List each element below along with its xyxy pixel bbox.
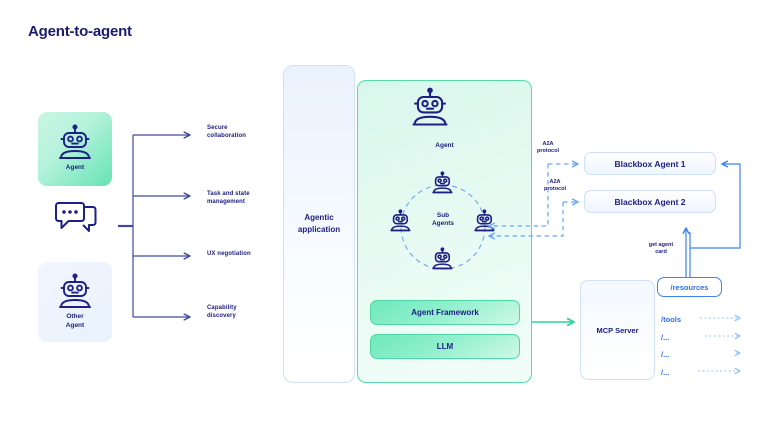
capability-0-line2: collaboration — [207, 133, 246, 140]
a2a-label-1-line1: A2A — [542, 141, 554, 147]
agentic-app-line2: application — [297, 225, 341, 234]
chat-bubbles-icon — [55, 200, 97, 238]
other-agent-label-line1: Other — [66, 313, 84, 321]
capability-3-line1: Capability — [207, 305, 237, 311]
sub-robot-left — [390, 209, 411, 232]
capability-1-line2: management — [207, 199, 246, 206]
capability-label-1: Task and state management — [207, 190, 275, 206]
other-agent-card-label: Other Agent — [66, 313, 84, 329]
agentic-app-line1: Agentic — [304, 213, 334, 223]
get-agent-card-label: get agent card — [637, 242, 685, 256]
endpoint-arrows — [698, 314, 741, 375]
sub-agents-line2: Agents — [431, 220, 455, 228]
other-agent-card[interactable]: Other Agent — [38, 262, 112, 342]
mcp-server-box[interactable]: MCP Server — [580, 280, 655, 380]
blackbox-agent-1[interactable]: Blackbox Agent 1 — [584, 152, 716, 175]
agent-card-label: Agent — [65, 164, 85, 172]
other-agent-label-line2: Agent — [65, 321, 85, 329]
agentic-application-panel[interactable]: Agentic application — [283, 65, 355, 383]
capability-1-line1: Task and state — [207, 191, 250, 197]
sub-agents-label: Sub Agents — [378, 212, 508, 229]
sub-robot-bottom — [432, 247, 453, 270]
agent-card[interactable]: Agent — [38, 112, 112, 186]
robot-icon — [59, 124, 91, 160]
sub-agents-line1: Sub — [436, 212, 450, 219]
a2a-protocol-label-2: A2A protocol — [535, 179, 575, 193]
capability-bracket — [118, 125, 208, 325]
page-title: Agent-to-agent — [28, 23, 132, 40]
agent-framework-box[interactable]: Agent Framework — [370, 300, 520, 325]
a2a-label-2-line2: protocol — [544, 185, 566, 192]
capability-label-2: UX negotiation — [207, 250, 275, 258]
get-agent-card-line2: card — [655, 248, 667, 255]
capability-label-3: Capability discovery — [207, 304, 275, 320]
get-agent-card-line1: get agent — [648, 242, 674, 248]
sub-robot-top — [432, 171, 453, 194]
sub-agents-group — [378, 171, 508, 282]
endpoint-item-3[interactable]: /... — [661, 368, 670, 377]
panel-agent-label: Agent — [435, 142, 454, 149]
a2a-label-2-line1: A2A — [549, 179, 561, 185]
blackbox-agent-2[interactable]: Blackbox Agent 2 — [584, 190, 716, 213]
robot-icon — [59, 273, 91, 309]
a2a-label-1-line2: protocol — [537, 147, 559, 154]
capability-0-line1: Secure — [207, 125, 228, 131]
capability-label-0: Secure collaboration — [207, 124, 275, 140]
endpoint-item-2[interactable]: /... — [661, 350, 670, 359]
capability-3-line2: discovery — [207, 313, 236, 320]
get-agent-card-arrow — [682, 227, 691, 277]
panel-robot-icon — [408, 87, 452, 128]
endpoint-item-0[interactable]: /tools — [661, 315, 681, 324]
a2a-protocol-label-1: A2A protocol — [528, 141, 568, 155]
agentic-application-label: Agentic application — [298, 212, 340, 235]
resources-endpoint[interactable]: /resources — [657, 277, 722, 297]
endpoint-item-1[interactable]: /... — [661, 333, 670, 342]
capability-2-line1: UX negotiation — [207, 251, 251, 257]
llm-box[interactable]: LLM — [370, 334, 520, 359]
